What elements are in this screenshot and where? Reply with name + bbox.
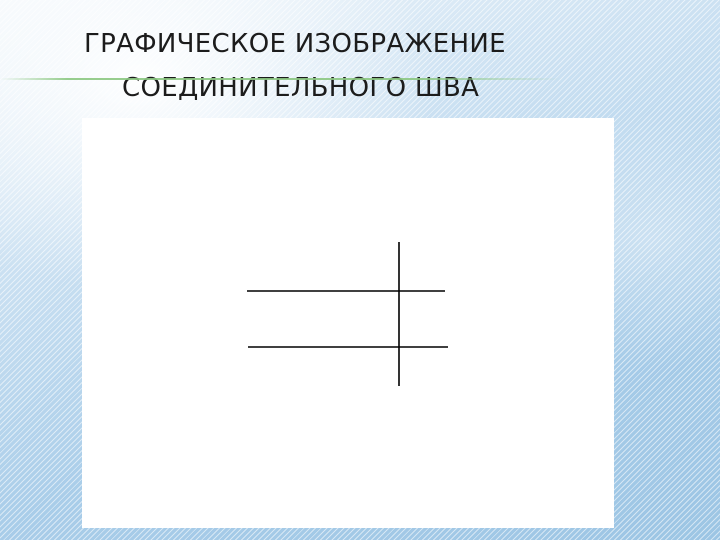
slide-title: ГРАФИЧЕСКОЕ ИЗОБРАЖЕНИЕ СОЕДИНИТЕЛЬНОГО … — [84, 22, 644, 110]
slide-title-line-1: ГРАФИЧЕСКОЕ ИЗОБРАЖЕНИЕ — [84, 29, 506, 59]
title-underline-rule — [0, 78, 560, 80]
diagram-panel — [82, 118, 614, 528]
slide-title-line-2: СОЕДИНИТЕЛЬНОГО ШВА — [122, 73, 480, 103]
seam-diagram — [247, 242, 448, 386]
